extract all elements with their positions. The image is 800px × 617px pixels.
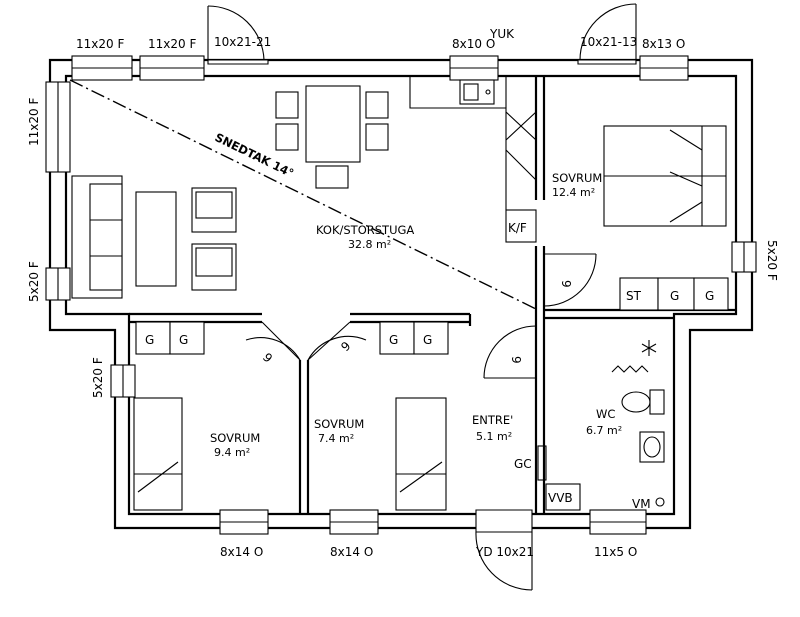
closet-st: ST (626, 289, 642, 303)
entry-area: 5.1 m² (476, 430, 512, 443)
bedroom3-area: 7.4 m² (318, 432, 354, 445)
closet-g-5: G (389, 333, 398, 347)
bedroom1-closets (619, 277, 729, 311)
kitchen-counter (409, 76, 537, 243)
window-top-2: 11x20 F (148, 37, 196, 51)
window-left-2: 5x20 F (27, 261, 41, 302)
window-top-3: 8x10 O (452, 37, 495, 51)
closet-g-4: G (179, 333, 188, 347)
vent-label: YUK (489, 27, 515, 41)
door-mark-2: 9 (509, 356, 523, 364)
window-left-1: 11x20 F (27, 98, 41, 146)
bedroom1-area: 12.4 m² (552, 186, 595, 199)
roof-slope-line (69, 79, 539, 311)
bedroom2-furniture (133, 321, 205, 511)
fridge-label: K/F (508, 221, 527, 235)
closet-g-1: G (670, 289, 679, 303)
kitchen-area: 32.8 m² (348, 238, 391, 251)
window-bottom-2: 8x14 O (330, 545, 373, 559)
wc-area: 6.7 m² (586, 424, 622, 437)
kitchen-name: KOK/STORSTUGA (316, 223, 414, 237)
door-mark-3: 9 (260, 350, 275, 365)
interior-walls (129, 76, 736, 514)
gc-label: GC (514, 457, 532, 471)
vm-label: VM (632, 497, 651, 511)
dining-table (275, 85, 389, 189)
window-left-3: 5x20 F (91, 357, 105, 398)
window-top-4: 8x13 O (642, 37, 685, 51)
window-openings (45, 55, 757, 535)
door-top: 10x21-21 (214, 35, 271, 49)
bedroom1-name: SOVRUM (552, 171, 602, 185)
double-bed (603, 125, 727, 227)
door-top-2: 10x21-13 (580, 35, 637, 49)
door-swings (207, 3, 637, 591)
outer-walls (48, 58, 754, 530)
window-bottom-1: 8x14 O (220, 545, 263, 559)
vvb-label: VVB (548, 491, 573, 505)
bedroom3-furniture (379, 321, 449, 511)
wc-fixtures (537, 340, 665, 511)
bedroom3-name: SOVRUM (314, 417, 364, 431)
entry-door-label: YD 10x21 (475, 545, 534, 559)
wc-name: WC (596, 407, 615, 421)
door-mark-1: 9 (559, 280, 573, 288)
window-right-1: 5x20 F (765, 240, 779, 281)
bedroom2-area: 9.4 m² (214, 446, 250, 459)
closet-g-2: G (705, 289, 714, 303)
window-bottom-3: 11x5 O (594, 545, 637, 559)
closet-g-6: G (423, 333, 432, 347)
sofa-group (71, 175, 237, 299)
entry-name: ENTRE' (472, 413, 513, 427)
bedroom2-name: SOVRUM (210, 431, 260, 445)
door-mark-4: 9 (338, 339, 353, 354)
window-top-1: 11x20 F (76, 37, 124, 51)
closet-g-3: G (145, 333, 154, 347)
